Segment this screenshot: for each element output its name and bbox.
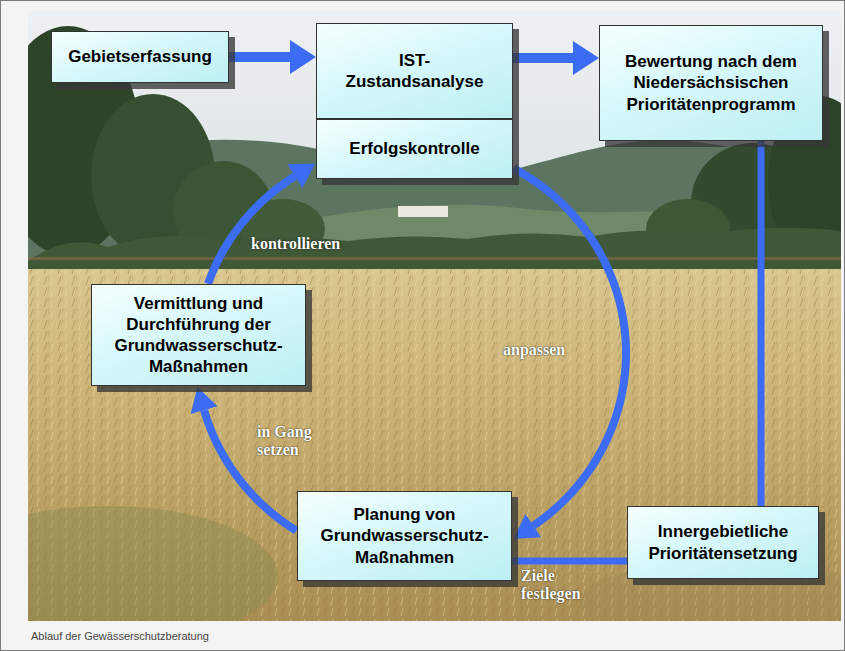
box-text: Planung von Grundwasserschutz- Maßnahmen bbox=[306, 504, 503, 568]
box-text: Bewertung nach dem Niedersächsischen Pri… bbox=[608, 51, 814, 115]
connector-line bbox=[758, 141, 765, 506]
connector-line bbox=[512, 558, 627, 565]
flow-arrow bbox=[229, 52, 290, 62]
process-box: Erfolgskontrolle bbox=[316, 119, 513, 179]
process-box: Gebietserfassung bbox=[51, 31, 229, 83]
edge-label: anpassen bbox=[503, 341, 565, 359]
flow-arrow bbox=[208, 176, 295, 284]
box-text: IST- Zustandsanalyse bbox=[332, 50, 497, 93]
fence bbox=[28, 257, 841, 260]
process-box: Innergebietliche Prioritätensetzung bbox=[627, 506, 819, 579]
building bbox=[398, 206, 448, 217]
edge-label: Ziele festlegen bbox=[521, 567, 601, 604]
green-patch bbox=[28, 506, 278, 621]
box-text: Erfolgskontrolle bbox=[325, 138, 504, 159]
process-box: Planung von Grundwasserschutz- Maßnahmen bbox=[297, 491, 512, 581]
sky bbox=[28, 11, 841, 281]
caption: Ablauf der Gewässerschutzberatung bbox=[31, 630, 209, 642]
box-text: Gebietserfassung bbox=[60, 46, 220, 67]
box-text: Innergebietliche Prioritätensetzung bbox=[636, 521, 810, 564]
edge-label: in Gang setzen bbox=[257, 423, 339, 460]
hedge bbox=[28, 228, 841, 275]
process-box: Vermittlung und Durchführung der Grundwa… bbox=[91, 284, 306, 386]
edge-label: kontrollieren bbox=[251, 235, 340, 253]
box-text: Vermittlung und Durchführung der Grundwa… bbox=[100, 293, 297, 378]
trees-left bbox=[28, 26, 325, 261]
process-box: Bewertung nach dem Niedersächsischen Pri… bbox=[599, 25, 823, 141]
flow-arrow bbox=[513, 53, 573, 63]
process-box: IST- Zustandsanalyse bbox=[316, 23, 513, 119]
